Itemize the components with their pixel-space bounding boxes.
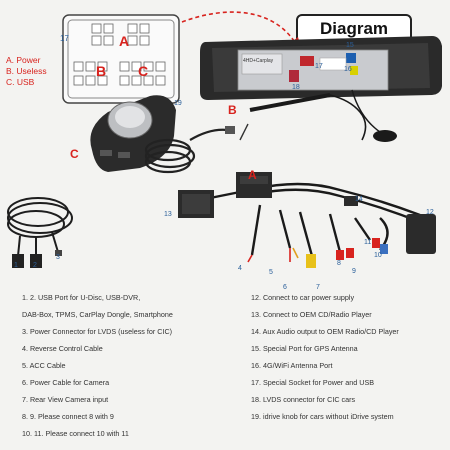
knob-cable-coil [144,128,229,174]
note-item: 19. idrive knob for cars without iDrive … [251,412,394,421]
note-item: 13. Connect to OEM CD/Radio Player [251,310,372,319]
dashed-arrow [181,11,297,45]
note-item: 8. 9. Please connect 8 with 9 [22,412,114,421]
note-item: 5. ACC Cable [22,361,66,370]
note-item: 6. Power Cable for Camera [22,378,110,387]
connector-9 [346,248,354,258]
marker-7: 7 [316,284,320,291]
marker-15: 15 [346,42,354,49]
note-item: 3. Power Connector for LVDS (useless for… [22,327,173,336]
note-item: 12. Connect to car power supply [251,293,355,302]
legend-b: B. Useless [6,66,47,76]
connector-number-label: 17 [60,34,69,43]
usb-plug-1 [12,254,24,268]
marker-17: 17 [315,63,323,70]
notes-left-list: 1. 2. USB Port for U-Disc, USB-DVR, DAB-… [22,289,173,442]
marker-2: 2 [33,262,37,269]
camera-rca-plug [306,254,316,268]
pin-block-b [73,61,108,86]
marker-4: 4 [238,265,242,272]
marker-1: 1 [14,262,18,269]
note-item: 15. Special Port for GPS Antenna [251,344,358,353]
marker-18: 18 [292,84,300,91]
connector-face-panel [62,14,180,104]
notes-right-list: 12. Connect to car power supply 13. Conn… [251,289,399,425]
marker-a-photo: A [248,168,257,182]
main-harness [209,182,421,257]
pin-block-a [91,23,150,46]
marker-6: 6 [283,284,287,291]
marker-5: 5 [269,269,273,276]
marker-c-face: C [138,63,149,79]
legend-c: C. USB [6,77,35,87]
aux-audio-plug [344,196,358,206]
marker-19: 19 [174,100,182,107]
connector-legend: A. Power B. Useless C. USB [6,55,47,88]
knob-plug [225,126,235,134]
marker-b-photo: B [228,103,237,117]
connector-10 [372,238,380,248]
pin-block-c [119,61,166,86]
note-item: 14. Aux Audio output to OEM Radio/CD Pla… [251,327,399,336]
note-item: 16. 4G/WiFi Antenna Port [251,361,333,370]
marker-a-face: A [119,33,130,49]
marker-c-photo: C [70,147,79,161]
reverse-wire [247,254,253,263]
usb-cable-coil [7,197,73,257]
legend-a: A. Power [6,55,41,65]
power-connector-3 [55,250,62,256]
marker-11: 11 [364,239,372,246]
marker-8: 8 [337,260,341,267]
unit-brand-label: 4HD+Carplay [243,58,274,64]
marker-12: 12 [426,209,434,216]
marker-9: 9 [352,268,356,275]
note-item: 4. Reverse Control Cable [22,344,103,353]
camera-power-wire [292,247,299,259]
connector-face-drawing [62,14,180,104]
note-item: 18. LVDS connector for CIC cars [251,395,356,404]
car-power-connector [406,214,436,254]
marker-10: 10 [374,252,382,259]
wifi-antenna [239,93,367,141]
marker-14: 14 [355,196,363,203]
note-item: 17. Special Socket for Power and USB [251,378,375,387]
marker-3: 3 [56,254,60,261]
note-item: 10. 11. Please connect 10 with 11 [22,429,129,438]
marker-13: 13 [164,211,172,218]
idrive-knob [90,95,176,172]
head-unit [200,36,442,100]
gps-antenna [351,89,397,142]
connector-8 [336,250,344,260]
note-item: 1. 2. USB Port for U-Disc, USB-DVR, [22,293,141,302]
usb-plug-2 [30,254,42,268]
note-item: DAB-Box, TPMS, CarPlay Dongle, Smartphon… [22,310,173,319]
marker-b-face: B [96,63,107,79]
marker-16: 16 [344,66,352,73]
note-item: 7. Rear View Camera input [22,395,109,404]
connector-11 [380,244,388,254]
